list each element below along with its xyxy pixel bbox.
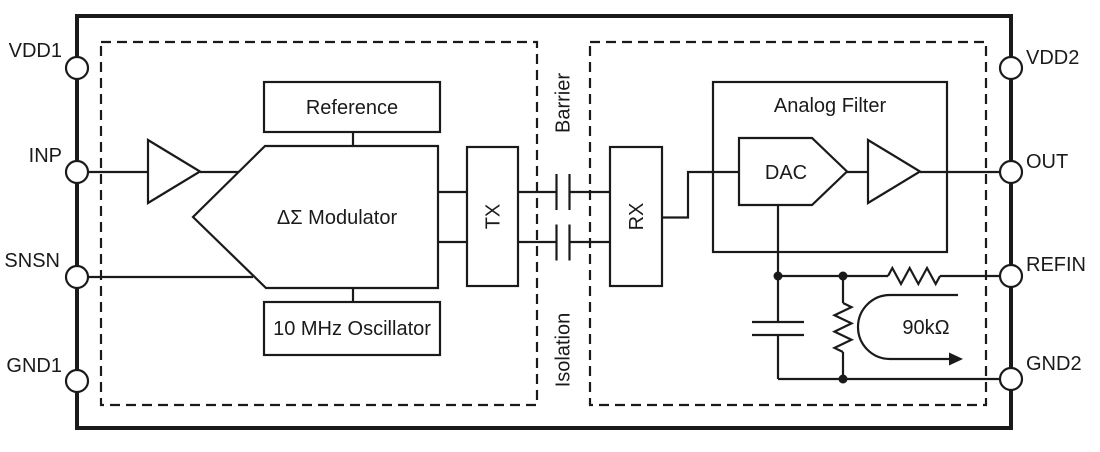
barrier-capacitor-bottom (555, 224, 571, 261)
resistance-value-label: 90kΩ (902, 317, 949, 339)
dac-label: DAC (765, 162, 807, 184)
reference-label: Reference (306, 97, 398, 119)
pin-label-vdd1: VDD1 (9, 40, 62, 62)
pin-inp (64, 159, 90, 185)
pin-terminals (64, 55, 1024, 394)
junction-node (773, 271, 783, 281)
barrier-label: Barrier (553, 73, 575, 133)
tx-box (465, 145, 520, 288)
pin-label-snsn: SNSN (4, 250, 60, 272)
loop-arrow-curve (856, 293, 958, 361)
output-amp-triangle (866, 138, 923, 205)
reference-box (262, 80, 442, 134)
wires (77, 132, 1011, 381)
pin-label-gnd1: GND1 (6, 355, 62, 377)
junction-node (838, 374, 848, 384)
isolation-label: Isolation (553, 313, 575, 388)
modulator-shape (191, 144, 440, 290)
pin-snsn (64, 264, 90, 290)
rx-out-wire (662, 170, 739, 219)
rx-box (608, 145, 664, 288)
pin-gnd2 (998, 366, 1024, 392)
pin-out (998, 159, 1024, 185)
shunt-resistor (831, 302, 855, 354)
tx-label: TX (483, 204, 505, 230)
modulator-label: ΔΣ Modulator (277, 207, 398, 229)
current-loop-arrow (856, 293, 963, 366)
dac-shape (737, 136, 849, 207)
analog-filter-label: Analog Filter (774, 95, 887, 117)
chip-outline (75, 14, 1013, 430)
pin-vdd2 (998, 55, 1024, 81)
pin-label-vdd2: VDD2 (1026, 47, 1079, 69)
barrier-capacitor-top (555, 174, 571, 210)
junction-node (838, 271, 848, 281)
pin-gnd1 (64, 368, 90, 394)
pin-vdd1 (64, 55, 90, 81)
input-amp-triangle (146, 138, 203, 205)
filter-capacitor (752, 320, 804, 337)
series-resistor (887, 265, 941, 287)
pin-refin (998, 263, 1024, 289)
rx-label: RX (626, 203, 648, 231)
pin-label-inp: INP (29, 145, 62, 167)
pin-label-gnd2: GND2 (1026, 353, 1082, 375)
pin-label-refin: REFIN (1026, 254, 1086, 276)
oscillator-box (262, 300, 442, 357)
loop-arrowhead (949, 352, 963, 366)
pin-label-out: OUT (1026, 151, 1068, 173)
input-die-dashed-box (99, 40, 539, 407)
output-die-dashed-box (588, 40, 988, 407)
oscillator-label: 10 MHz Oscillator (273, 318, 431, 340)
